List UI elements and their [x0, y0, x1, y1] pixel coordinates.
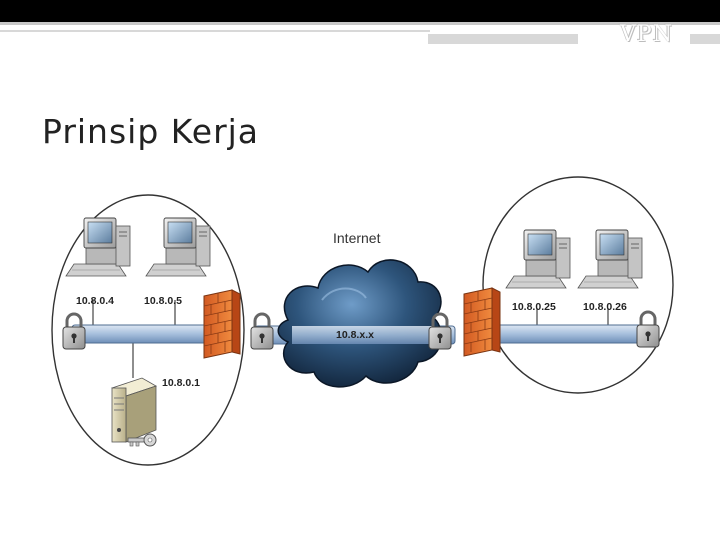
top-bar-line	[0, 22, 720, 25]
right-lan-pipe	[495, 324, 647, 344]
top-bar	[0, 0, 720, 22]
server-icon	[111, 377, 157, 443]
client-ip-label: 10.8.0.5	[144, 295, 182, 307]
top-bar-line	[0, 30, 430, 32]
server-ip-label: 10.8.0.1	[162, 377, 200, 389]
top-bar-block	[690, 34, 720, 44]
right-firewall-icon	[463, 287, 501, 357]
key-icon	[127, 433, 157, 447]
client-ip-label: 10.8.0.26	[583, 301, 627, 313]
left-firewall-icon	[203, 289, 241, 359]
internet-cloud-icon	[277, 259, 443, 388]
client-ip-label: 10.8.0.4	[76, 295, 114, 307]
lock-icon	[427, 312, 453, 351]
slide-title: Prinsip Kerja	[42, 112, 260, 151]
tunnel-through-cloud	[292, 326, 432, 344]
lock-icon	[249, 312, 275, 351]
cloud-label: Internet	[333, 230, 381, 246]
header-tag: VPN	[620, 22, 673, 47]
client-ip-label: 10.8.0.25	[512, 301, 556, 313]
top-bar-block	[428, 34, 578, 44]
tunnel-label: 10.8.x.x	[336, 329, 374, 341]
